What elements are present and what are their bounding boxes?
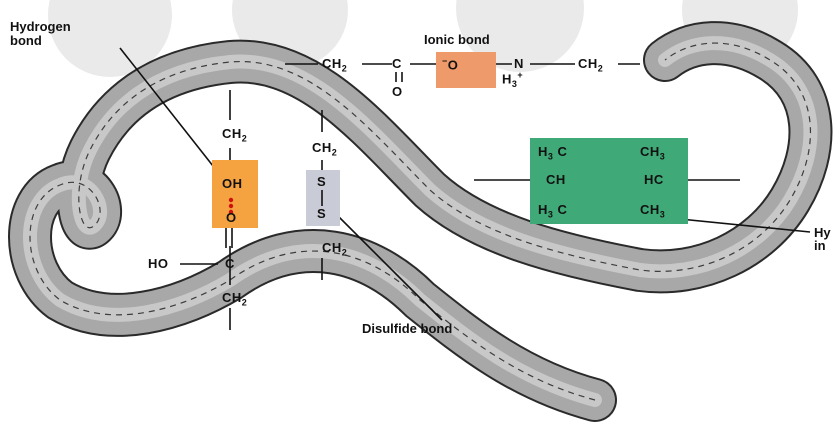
top-ch2-left: CH2 (322, 56, 347, 74)
sulfur-bottom: S (317, 206, 326, 221)
hydrophobic-ch: CH (546, 172, 566, 187)
hydrophobic-ch3-top: CH3 (640, 144, 665, 162)
disulfide-ch2-top: CH2 (312, 140, 337, 158)
hbond-o: O (226, 210, 237, 225)
hydroxyl-ho: HO (148, 256, 169, 271)
disulfide-ch2-bottom: CH2 (322, 240, 347, 258)
ionic-h3-plus: H3+ (502, 70, 523, 89)
ionic-oxygen: −O (442, 56, 458, 72)
left-ch2-top: CH2 (222, 126, 247, 144)
hydrophobic-h3c-bottom: H3 C (538, 202, 567, 220)
carbonyl-carbon: C (392, 56, 402, 71)
polypeptide-chain (30, 43, 810, 400)
hydrophobic-h3c-top: H3 C (538, 144, 567, 162)
carboxyl-carbon: C (225, 256, 235, 271)
hydrophobic-ch3-bottom: CH3 (640, 202, 665, 220)
hbond-oh: OH (222, 176, 243, 191)
disulfide-bond-label: Disulfide bond (362, 322, 452, 336)
ionic-bond-label: Ionic bond (424, 33, 490, 47)
top-ch2-right: CH2 (578, 56, 603, 74)
carbonyl-oxygen: O (392, 84, 403, 99)
left-ch2-bottom: CH2 (222, 290, 247, 308)
sulfur-top: S (317, 174, 326, 189)
hydrophobic-label-cut: Hy in (814, 226, 831, 252)
ionic-nitrogen: N (514, 56, 524, 71)
hydrophobic-hc: HC (644, 172, 664, 187)
hydrogen-bond-label: Hydrogen bond (10, 20, 80, 48)
